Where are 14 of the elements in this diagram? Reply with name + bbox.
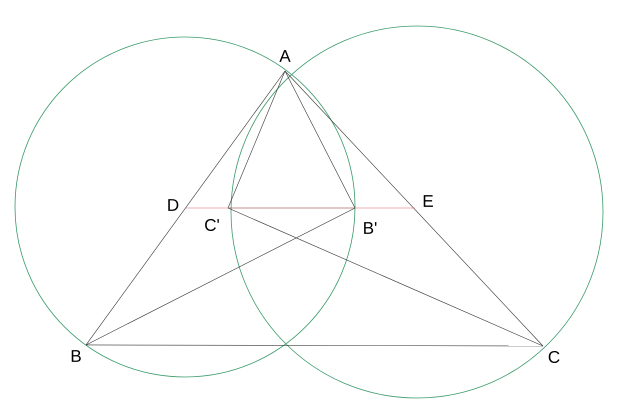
point-label: A [279,50,291,62]
line-segment [86,208,356,346]
line-segment [228,208,544,346]
point-label: B' [364,222,376,234]
point-label: C' [205,218,219,231]
point-label: B [72,350,81,362]
point-label: C [548,350,560,363]
line-segment [86,70,286,346]
line-segment [284,70,356,208]
line-segment [86,344,544,346]
line-segment [228,70,286,208]
line-segment [284,70,544,346]
point-label: D [168,199,178,211]
point-label: E [424,195,433,207]
